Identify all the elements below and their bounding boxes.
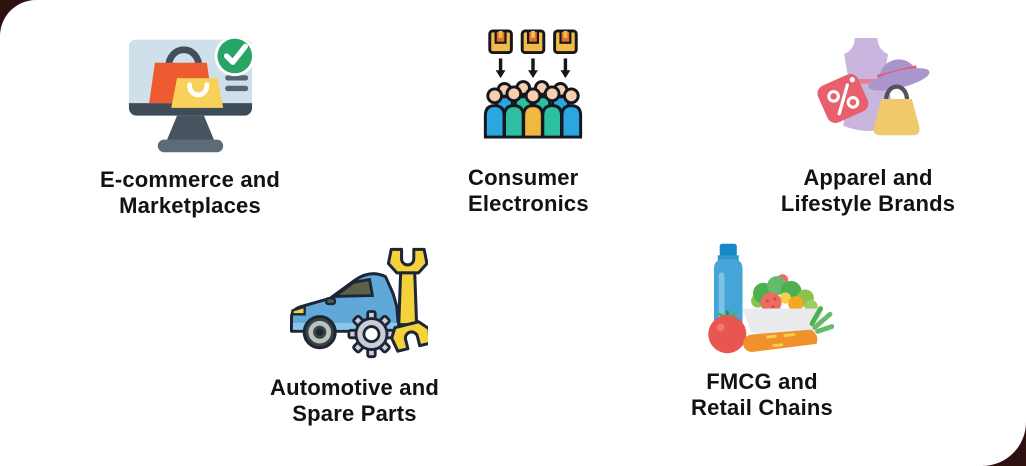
category-label: Automotive and Spare Parts bbox=[252, 375, 457, 427]
dress-hat-discount-bag-icon bbox=[806, 32, 930, 145]
car-wrench-gear-icon bbox=[282, 240, 428, 367]
label-line: Apparel and bbox=[803, 165, 933, 190]
category-label: Consumer Electronics bbox=[458, 165, 608, 217]
category-label: E-commerce and Marketplaces bbox=[55, 167, 325, 219]
label-line: Retail Chains bbox=[691, 395, 833, 420]
category-item-automotive-spare-parts: Automotive and Spare Parts bbox=[252, 240, 457, 427]
category-label: FMCG and Retail Chains bbox=[662, 369, 862, 421]
label-line: E-commerce and bbox=[99, 167, 281, 192]
category-item-ecommerce-marketplaces: E-commerce and Marketplaces bbox=[55, 30, 325, 219]
category-item-apparel-lifestyle-brands: Apparel and Lifestyle Brands bbox=[768, 32, 968, 217]
label-line: Electronics bbox=[468, 191, 589, 216]
label-line: Marketplaces bbox=[119, 193, 261, 218]
packages-to-crowd-icon bbox=[458, 28, 608, 140]
category-label: Apparel and Lifestyle Brands bbox=[768, 165, 968, 217]
monitor-shopping-bags-check-icon bbox=[123, 30, 258, 157]
label-line: Consumer bbox=[468, 165, 579, 190]
label-line: Automotive and bbox=[269, 375, 440, 400]
label-line: Spare Parts bbox=[292, 401, 417, 426]
groceries-icon bbox=[691, 240, 834, 357]
category-item-consumer-electronics: Consumer Electronics bbox=[458, 28, 608, 217]
label-line: Lifestyle Brands bbox=[780, 191, 956, 216]
label-line: FMCG and bbox=[706, 369, 818, 394]
category-item-fmcg-retail-chains: FMCG and Retail Chains bbox=[662, 240, 862, 421]
